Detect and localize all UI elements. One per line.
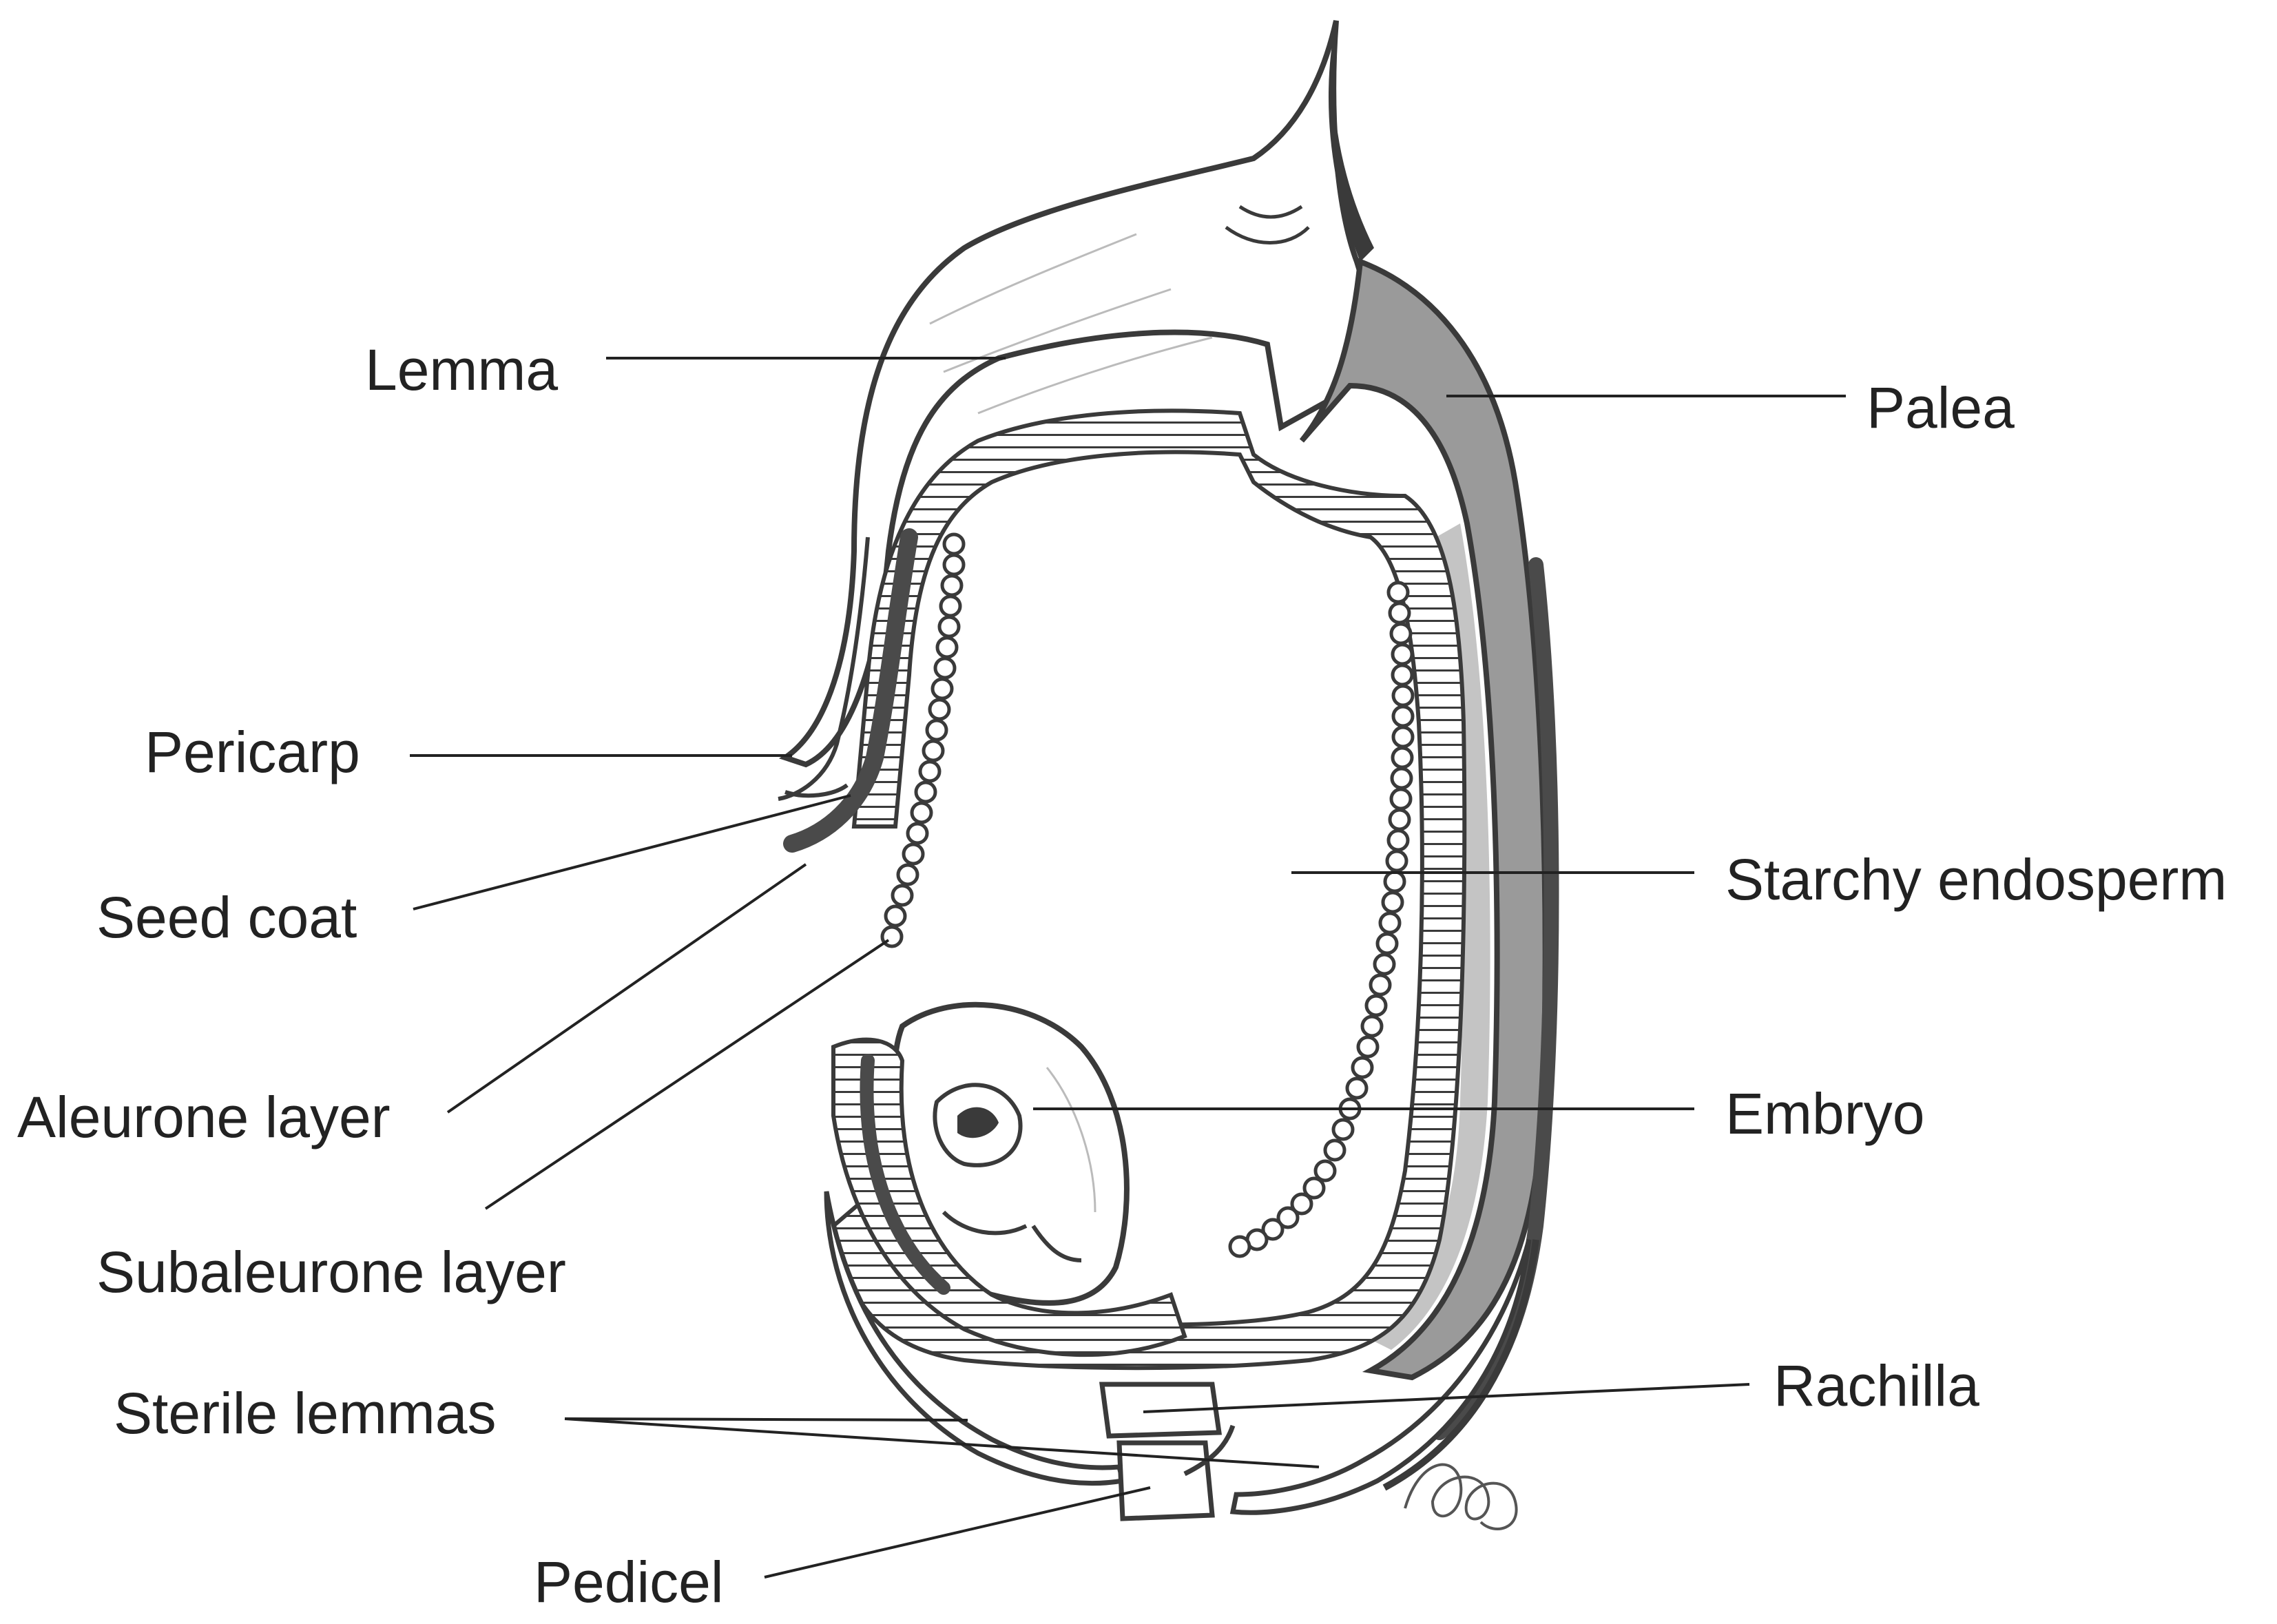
embryo-hull-band	[831, 1037, 1187, 1357]
pericarp-band-right	[1432, 557, 1559, 1440]
lemma-shading	[977, 336, 1213, 415]
embryo-core	[957, 1107, 999, 1138]
leader-subaleurone-layer	[484, 939, 890, 1210]
leader-aleurone-layer	[446, 863, 807, 1114]
artist-signature	[1404, 1463, 1518, 1530]
label-palea: Palea	[1867, 375, 2015, 440]
embryo-dark-band	[860, 1054, 950, 1295]
sterile-lemma-right	[1229, 1239, 1532, 1515]
label-starchy-endosperm: Starchy endosperm	[1725, 847, 2227, 912]
lemma-shading	[929, 233, 1137, 325]
label-subaleurone-layer: Subaleurone layer	[96, 1240, 566, 1304]
lemma-curl	[1238, 205, 1303, 219]
seed-coat-strand	[783, 528, 918, 853]
label-pedicel: Pedicel	[534, 1550, 724, 1614]
pericarp-tip	[784, 783, 849, 798]
subaleurone-beads-left	[880, 532, 966, 948]
label-lemma: Lemma	[365, 337, 559, 402]
pericarp-strand	[778, 537, 870, 801]
sterile-lemma-right-edge	[1382, 1239, 1539, 1491]
leader-rachilla	[1143, 1383, 1750, 1413]
embryo-radicle	[1031, 1225, 1082, 1262]
label-rachilla: Rachilla	[1774, 1353, 1979, 1418]
leader-lines	[410, 357, 1846, 1579]
embryo-radicle	[942, 1210, 1028, 1236]
lemma-curl	[1225, 225, 1310, 244]
leader-seed-coat	[413, 794, 851, 910]
label-seed-coat: Seed coat	[96, 885, 357, 950]
label-sterile-lemmas: Sterile lemmas	[114, 1381, 497, 1446]
label-pericarp: Pericarp	[145, 720, 360, 784]
leader-pedicel	[764, 1486, 1151, 1579]
embryo-shading	[1046, 1067, 1096, 1213]
palea-hull	[1299, 258, 1548, 1381]
awn	[1328, 21, 1374, 262]
label-embryo: Embryo	[1725, 1081, 1925, 1146]
subaleurone-beads-right	[1228, 581, 1415, 1258]
leader-sterile-lemmas-a	[564, 1417, 968, 1422]
pedicel-join	[1183, 1424, 1236, 1477]
label-aleurone-layer: Aleurone layer	[17, 1085, 391, 1149]
leader-sterile-lemmas-b	[564, 1417, 1320, 1468]
lemma-shading	[943, 288, 1172, 373]
